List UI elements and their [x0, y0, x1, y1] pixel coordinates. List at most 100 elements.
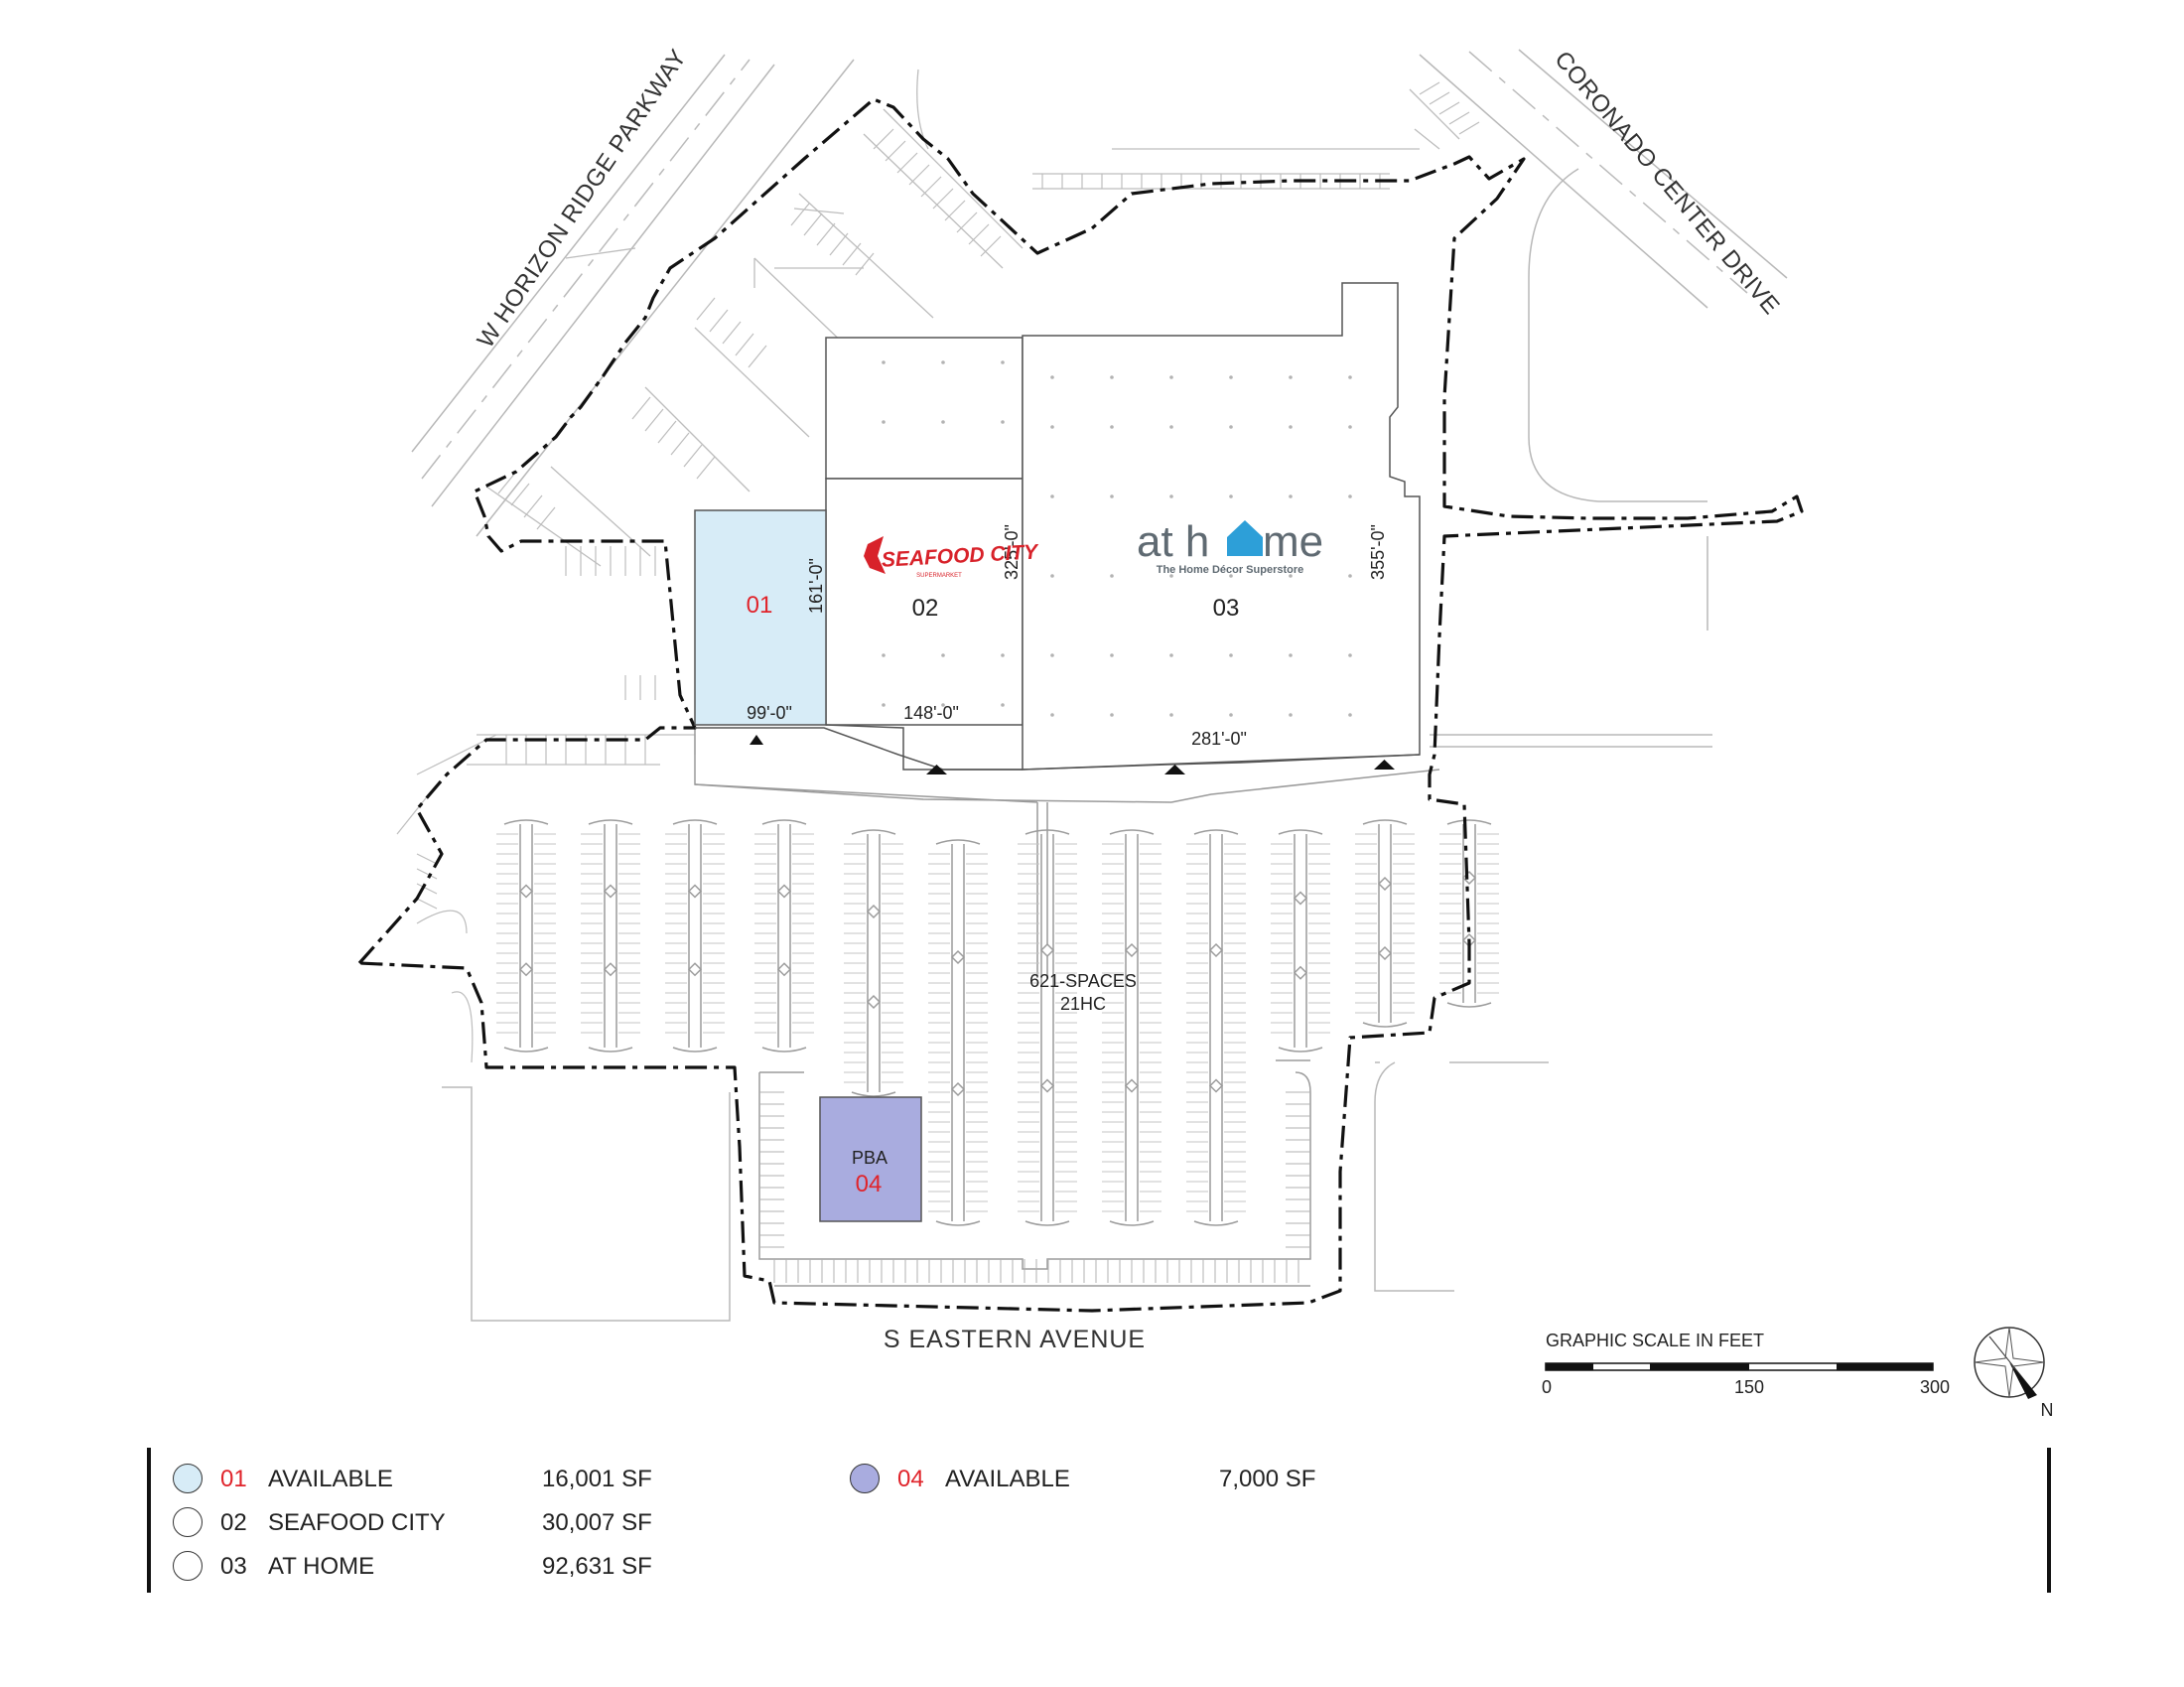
column-dot [882, 703, 886, 707]
parking-island [1102, 829, 1161, 1226]
unit-04-pba-label: PBA [852, 1148, 887, 1168]
unit-03-label: 03 [1213, 595, 1240, 622]
graphic-scale: GRAPHIC SCALE IN FEET 0 150 300 [1542, 1331, 1950, 1397]
column-dot [882, 420, 886, 424]
west-parking [396, 734, 696, 1063]
street-edges [411, 49, 1788, 1322]
column-dot [1348, 425, 1352, 429]
legend-sf-01: 16,001 SF [542, 1466, 652, 1492]
column-grid [882, 360, 1352, 717]
north-arrow-head [2009, 1362, 2037, 1399]
column-dot [1229, 494, 1233, 498]
parking-islands [496, 819, 1499, 1226]
parking-island [1186, 829, 1246, 1226]
column-dot [941, 360, 945, 364]
unit-02-front [825, 724, 1023, 771]
column-dot [1110, 653, 1114, 657]
parking-island [928, 839, 988, 1226]
column-dot [1229, 713, 1233, 717]
at-home-wordmark-a: at h [1137, 517, 1209, 566]
column-dot [1229, 375, 1233, 379]
legend-num-01: 01 [220, 1466, 247, 1492]
north-label: N [2041, 1400, 2054, 1420]
legend-swatch-04 [850, 1464, 880, 1493]
parking-island [665, 819, 725, 1053]
unit-03-block [1022, 282, 1421, 771]
entrance-03b [1374, 760, 1395, 770]
legend-name-01: AVAILABLE [268, 1466, 393, 1492]
legend-bar-left [147, 1448, 151, 1593]
column-dot [1289, 494, 1293, 498]
unit-01-label: 01 [747, 592, 773, 619]
parking-island [754, 819, 814, 1053]
legend-swatch-01 [173, 1464, 203, 1493]
column-dot [1169, 375, 1173, 379]
column-dot [1110, 574, 1114, 578]
site-boundary [357, 97, 1804, 1313]
scale-tick-0: 0 [1542, 1377, 1552, 1397]
column-dot [1110, 425, 1114, 429]
parking-island [1018, 829, 1077, 1226]
column-dot [1169, 713, 1173, 717]
parking-island [581, 819, 640, 1053]
legend-row-01: 01 AVAILABLE 16,001 SF [173, 1464, 709, 1493]
column-dot [1050, 375, 1054, 379]
column-dot [1110, 713, 1114, 717]
unit-01-space[interactable] [694, 509, 827, 726]
street-horizon-ridge: W HORIZON RIDGE PARKWAY [473, 45, 693, 353]
column-dot [1289, 653, 1293, 657]
column-dot [1110, 494, 1114, 498]
entrance-02 [926, 765, 947, 774]
parking-spaces: 621-SPACES [1029, 971, 1137, 991]
dim-u02-depth: 325'-0" [1002, 524, 1022, 580]
legend-name-02: SEAFOOD CITY [268, 1509, 446, 1536]
legend-sf-02: 30,007 SF [542, 1509, 652, 1536]
column-dot [941, 653, 945, 657]
scale-seg-4 [1837, 1363, 1933, 1370]
column-dot [1289, 574, 1293, 578]
column-dot [1229, 653, 1233, 657]
seafood-city-subtext: SUPERMARKET [916, 573, 962, 579]
column-dot [1348, 375, 1352, 379]
column-dot [1001, 653, 1005, 657]
north-arrow-star [1974, 1327, 2045, 1398]
column-dot [1348, 494, 1352, 498]
legend-sf-03: 92,631 SF [542, 1553, 652, 1580]
legend-num-04: 04 [897, 1466, 924, 1492]
column-dot [941, 420, 945, 424]
unit-04-pba[interactable] [819, 1096, 922, 1222]
column-dot [1169, 653, 1173, 657]
legend-num-02: 02 [220, 1509, 247, 1536]
building-outline [695, 282, 1421, 771]
north-arrow: N [1974, 1327, 2054, 1420]
street-centerlines [421, 51, 1748, 480]
scale-tick-300: 300 [1920, 1377, 1950, 1397]
at-home-wordmark-b: me [1263, 517, 1323, 566]
column-dot [1229, 574, 1233, 578]
column-dot [1050, 653, 1054, 657]
column-dot [1050, 425, 1054, 429]
scale-tick-150: 150 [1734, 1377, 1764, 1397]
column-dot [1050, 494, 1054, 498]
column-dot [1229, 425, 1233, 429]
at-home-logo: at h me The Home Décor Superstore [1137, 517, 1323, 576]
column-dot [1348, 713, 1352, 717]
parking-island [1355, 819, 1415, 1028]
parking-stripes-north [497, 81, 1480, 700]
legend-bar-right [2047, 1448, 2051, 1593]
column-dot [1169, 494, 1173, 498]
parking-island [1271, 829, 1330, 1053]
column-dot [1169, 574, 1173, 578]
dim-u03-depth: 355'-0" [1368, 524, 1388, 580]
column-dot [882, 653, 886, 657]
dim-u01-width: 99'-0" [747, 703, 792, 723]
column-dot [1050, 713, 1054, 717]
column-dot [1289, 425, 1293, 429]
legend-row-04: 04 AVAILABLE 7,000 SF [850, 1464, 1386, 1493]
dim-u01-depth: 161'-0" [806, 558, 826, 614]
entrance-03 [1164, 765, 1185, 774]
house-icon [1227, 520, 1263, 556]
column-dot [1348, 653, 1352, 657]
column-dot [1001, 360, 1005, 364]
column-dot [1289, 375, 1293, 379]
